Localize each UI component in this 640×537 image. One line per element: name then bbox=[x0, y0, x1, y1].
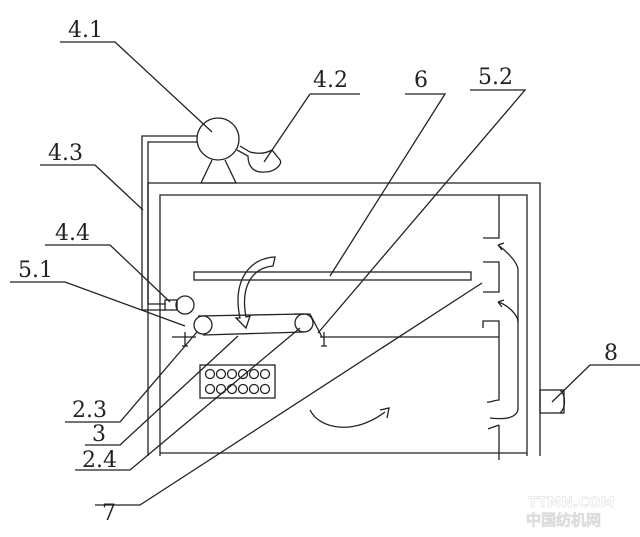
heating-element bbox=[204, 368, 216, 380]
heating-element bbox=[226, 383, 238, 395]
label-2-3: 2.3 bbox=[72, 398, 107, 423]
heating-element bbox=[237, 368, 249, 380]
heating-element bbox=[215, 368, 227, 380]
motor-4-2 bbox=[236, 145, 282, 173]
leader-lines bbox=[10, 41, 640, 506]
fan-4-1 bbox=[196, 117, 240, 184]
label-4-4: 4.4 bbox=[55, 221, 90, 246]
heating-element bbox=[204, 383, 216, 395]
label-4-3: 4.3 bbox=[48, 141, 83, 166]
duct-4-3 bbox=[141, 135, 197, 311]
nozzle-4-4 bbox=[164, 295, 195, 315]
housing bbox=[147, 182, 541, 456]
watermark-line1: TTMN.COM bbox=[528, 495, 615, 511]
label-3: 3 bbox=[92, 422, 106, 447]
heating-element bbox=[237, 383, 249, 395]
sensor-5-2 bbox=[320, 332, 499, 347]
watermark-line2: 中国纺机网 bbox=[526, 511, 601, 529]
heating-element bbox=[259, 368, 271, 380]
label-2-4: 2.4 bbox=[82, 448, 117, 473]
label-8: 8 bbox=[604, 341, 618, 366]
heater-7 bbox=[199, 364, 276, 399]
airflow-arrows bbox=[234, 256, 390, 428]
label-4-1: 4.1 bbox=[68, 18, 103, 43]
conveyor-3 bbox=[193, 313, 323, 338]
label-5-2: 5.2 bbox=[478, 65, 513, 90]
sensor-5-1 bbox=[172, 332, 196, 347]
heating-element bbox=[248, 383, 260, 395]
label-6: 6 bbox=[414, 68, 428, 93]
heating-element bbox=[248, 368, 260, 380]
heating-element bbox=[226, 368, 238, 380]
outlet-8 bbox=[539, 389, 566, 414]
heating-element bbox=[259, 383, 271, 395]
label-5-1: 5.1 bbox=[18, 258, 53, 283]
partition bbox=[482, 195, 519, 460]
label-7: 7 bbox=[102, 501, 116, 526]
label-4-2: 4.2 bbox=[313, 68, 348, 93]
